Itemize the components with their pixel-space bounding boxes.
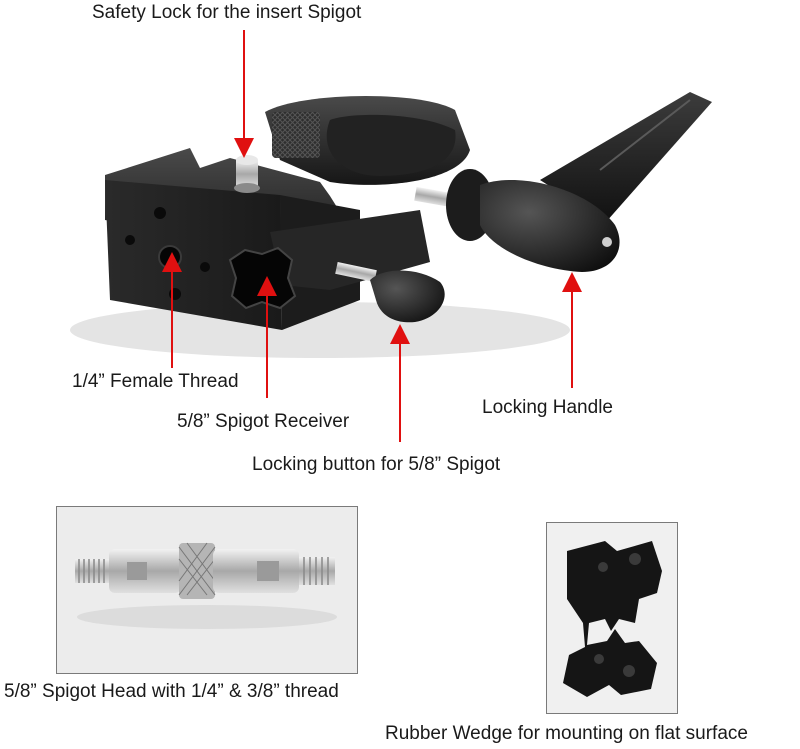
spigot-inset	[56, 506, 358, 674]
female-thread-hole	[158, 245, 182, 269]
rubber-wedge-inset	[546, 522, 678, 714]
screw-hole	[169, 288, 181, 300]
screw-hole	[200, 262, 210, 272]
safety-lock-pin	[234, 155, 260, 193]
spigot-receiver-label: 5/8” Spigot Receiver	[177, 411, 350, 432]
spigot-head-label: 5/8” Spigot Head with 1/4” & 3/8” thread	[4, 681, 339, 702]
knurled-pad	[272, 112, 320, 158]
spigot-receiver-hole	[228, 246, 297, 310]
spigot-image	[75, 542, 337, 629]
rubber-wedge-label: Rubber Wedge for mounting on flat surfac…	[385, 723, 748, 744]
rubber-wedge-image	[563, 541, 662, 697]
female-thread-label: 1/4” Female Thread	[72, 371, 239, 392]
clamp-body	[105, 148, 430, 330]
locking-button	[335, 261, 445, 323]
screw-hole	[125, 235, 135, 245]
handle-arm	[540, 92, 712, 222]
screw-hole	[154, 207, 166, 219]
locking-button-label: Locking button for 5/8” Spigot	[252, 454, 501, 475]
upper-jaw	[265, 95, 470, 185]
safety-lock-label: Safety Lock for the insert Spigot	[92, 2, 362, 23]
locking-handle-knob	[414, 169, 620, 272]
locking-handle-label: Locking Handle	[482, 397, 613, 418]
super-clamp-diagram	[70, 30, 712, 442]
shadow	[70, 302, 570, 358]
